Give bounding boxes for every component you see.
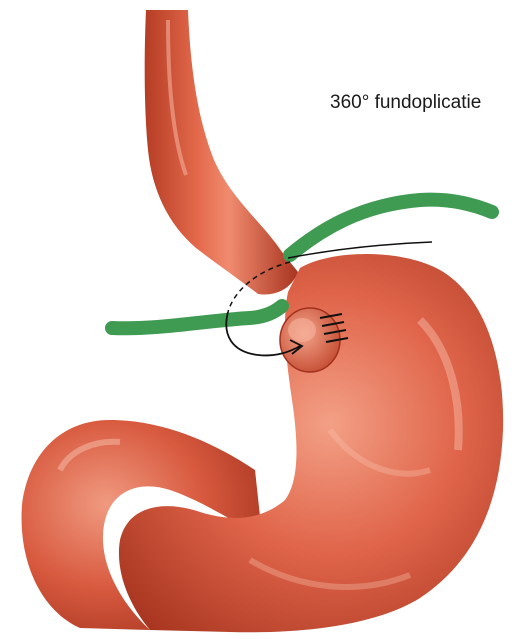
figure-caption: 360° fundoplicatie [330,92,481,114]
diaphragm-upper [290,200,492,255]
fundus-wrap [280,308,340,372]
diaphragm-lower [112,306,282,328]
